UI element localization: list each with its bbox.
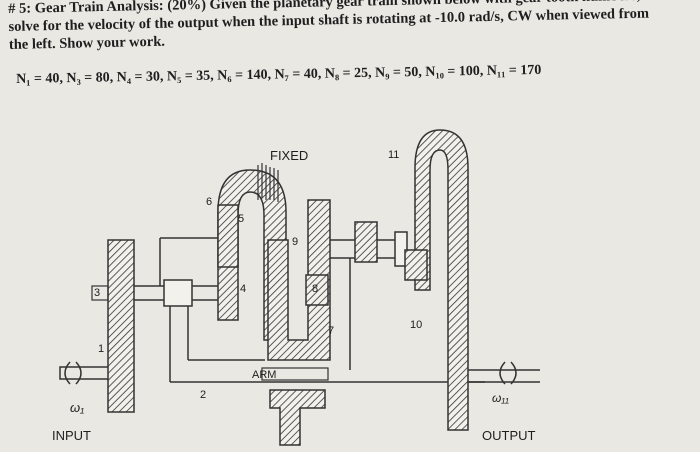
arm-u-body <box>267 199 331 361</box>
output-shaft <box>499 361 517 385</box>
gear-2-label: 2 <box>200 389 206 401</box>
gear-1-3-body <box>107 239 135 413</box>
gear-5-label: 5 <box>238 213 244 225</box>
gear-4-label: 4 <box>240 283 246 295</box>
gear-8 <box>305 274 329 306</box>
gear-2-hub <box>163 279 193 307</box>
gear-11-label: 11 <box>388 149 399 161</box>
gear-7-label: 7 <box>328 325 334 337</box>
omega-input-label: ω₁ <box>70 400 84 415</box>
gear-8-label: 8 <box>312 283 318 295</box>
gear-3-label: 3 <box>94 287 100 299</box>
arm-lower-block <box>269 389 326 446</box>
gear-10 <box>354 221 378 263</box>
gear-11-output <box>414 129 469 431</box>
gear-9-label: 9 <box>292 236 298 248</box>
gear-1-label: 1 <box>98 343 104 355</box>
gear-6-label: 6 <box>206 196 212 208</box>
gear-10-label: 10 <box>410 319 422 331</box>
input-label: INPUT <box>52 428 91 443</box>
fixed-ground <box>257 163 279 202</box>
output-label: OUTPUT <box>482 428 536 443</box>
fixed-label: FIXED <box>270 148 308 163</box>
arm-label: ARM <box>252 369 276 381</box>
linkage-lines <box>134 237 540 383</box>
omega-output-label: ω₁₁ <box>492 391 509 405</box>
